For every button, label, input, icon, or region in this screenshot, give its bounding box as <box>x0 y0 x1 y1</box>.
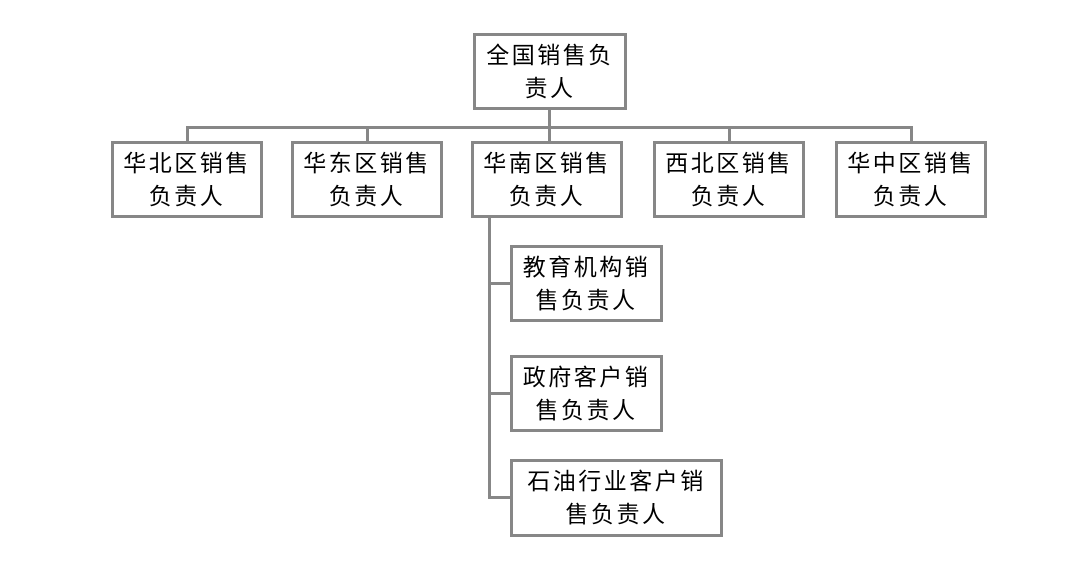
org-node-central-china-sales: 华中区销售 负责人 <box>835 141 987 218</box>
org-node-northwest-sales-label: 西北区销售 负责人 <box>665 150 793 209</box>
org-node-east-china-sales-label: 华东区销售 负责人 <box>303 150 431 209</box>
connector-stub-northwest <box>728 126 731 141</box>
org-node-government-sales: 政府客户销 售负责人 <box>510 355 663 432</box>
org-node-national-sales: 全国销售负 责人 <box>473 33 627 110</box>
connector-stub-education <box>488 282 512 285</box>
org-node-south-china-sales-label: 华南区销售 负责人 <box>483 150 611 209</box>
org-node-national-sales-label: 全国销售负 责人 <box>486 42 614 101</box>
org-node-oil-industry-sales: 石油行业客户销 售负责人 <box>510 459 723 537</box>
connector-root-drop <box>548 110 551 141</box>
org-node-oil-industry-sales-label: 石油行业客户销 售负责人 <box>527 469 706 527</box>
connector-stub-government <box>488 392 512 395</box>
connector-stub-oil-industry <box>488 496 512 499</box>
org-node-north-china-sales-label: 华北区销售 负责人 <box>123 150 251 209</box>
org-node-government-sales-label: 政府客户销 售负责人 <box>522 364 651 423</box>
connector-stub-central-china <box>910 126 913 141</box>
org-node-northwest-sales: 西北区销售 负责人 <box>653 141 805 218</box>
org-node-education-sales-label: 教育机构销 售负责人 <box>522 254 651 313</box>
org-node-east-china-sales: 华东区销售 负责人 <box>291 141 443 218</box>
connector-stub-north-china <box>186 126 189 141</box>
connector-level2-rail <box>186 126 913 129</box>
org-node-south-china-sales: 华南区销售 负责人 <box>471 141 623 218</box>
connector-stub-east-china <box>366 126 369 141</box>
org-node-north-china-sales: 华北区销售 负责人 <box>111 141 263 218</box>
connector-south-branch-vertical <box>488 218 491 499</box>
org-node-education-sales: 教育机构销 售负责人 <box>510 245 663 322</box>
org-node-central-china-sales-label: 华中区销售 负责人 <box>847 150 975 209</box>
